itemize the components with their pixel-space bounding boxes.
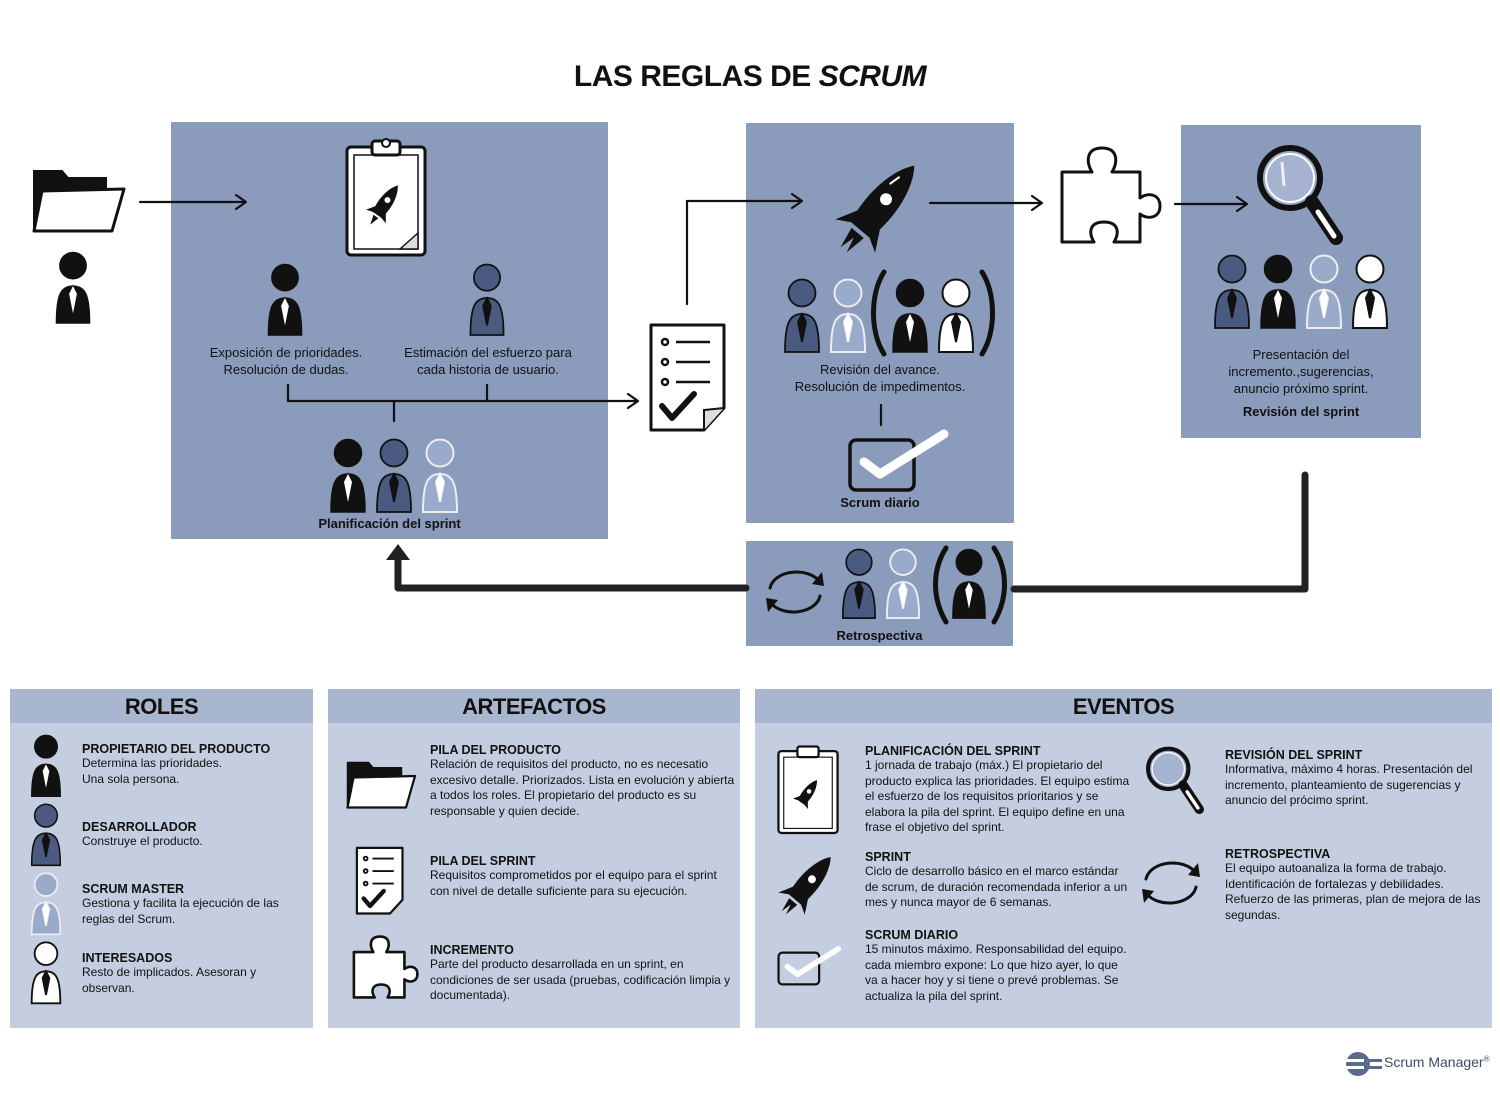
artefact-title: PILA DEL SPRINT bbox=[430, 854, 536, 868]
developer-person-icon bbox=[465, 263, 509, 337]
puzzle-icon bbox=[352, 935, 419, 999]
folder-icon bbox=[32, 170, 126, 233]
eventos-heading: EVENTOS bbox=[755, 689, 1492, 723]
artefact-sprint-backlog: PILA DEL SPRINT Requisitos comprometidos… bbox=[430, 854, 735, 899]
role-desc: Determina las prioridades. Una sola pers… bbox=[82, 756, 223, 786]
role-desc: Construye el producto. bbox=[82, 834, 203, 848]
event-desc: El equipo autoanaliza la forma de trabaj… bbox=[1225, 861, 1481, 922]
artefact-desc: Requisitos comprometidos por el equipo p… bbox=[430, 868, 717, 898]
event-desc: Ciclo de desarrollo básico en el marco e… bbox=[865, 864, 1128, 909]
role-developer: DESARROLLADOR Construye el producto. bbox=[82, 820, 307, 850]
event-title: RETROSPECTIVA bbox=[1225, 847, 1331, 861]
event-desc: 15 minutos máximo. Responsabilidad del e… bbox=[865, 942, 1127, 1003]
product-owner-person-icon bbox=[51, 251, 95, 325]
role-desc: Resto de implicados. Asesoran y observan… bbox=[82, 965, 257, 995]
artefact-desc: Relación de requisitos del producto, no … bbox=[430, 757, 735, 818]
clipboard-rocket-icon bbox=[345, 138, 427, 257]
event-desc: Informativa, máximo 4 horas. Presentació… bbox=[1225, 762, 1473, 807]
scrum-manager-logo-icon bbox=[1342, 1052, 1382, 1076]
planning-dev-caption: Estimación del esfuerzo para cada histor… bbox=[404, 345, 572, 377]
role-product-owner: PROPIETARIO DEL PRODUCTO Determina las p… bbox=[82, 742, 307, 787]
cycle-icon bbox=[1142, 861, 1200, 905]
role-title: DESARROLLADOR bbox=[82, 820, 197, 834]
sprint-caption: Revisión del avance. Resolución de imped… bbox=[794, 362, 966, 394]
roles-heading: ROLES bbox=[10, 689, 313, 723]
rocket-icon bbox=[835, 165, 915, 253]
checkbox-icon bbox=[777, 946, 842, 986]
folder-icon bbox=[346, 761, 417, 809]
role-title: PROPIETARIO DEL PRODUCTO bbox=[82, 742, 271, 756]
role-title: SCRUM MASTER bbox=[82, 882, 185, 896]
event-title: PLANIFICACIÓN DEL SPRINT bbox=[865, 744, 1041, 758]
role-scrum-master: SCRUM MASTER Gestiona y facilita la ejec… bbox=[82, 882, 307, 927]
role-title: INTERESADOS bbox=[82, 951, 173, 965]
page-title: LAS REGLAS DE SCRUM bbox=[573, 60, 927, 93]
planning-label: Planificación del sprint bbox=[318, 516, 461, 531]
role-desc: Gestiona y facilita la ejecución de las … bbox=[82, 896, 279, 926]
rocket-icon bbox=[778, 856, 831, 915]
checklist-icon bbox=[649, 323, 726, 432]
planning-po-caption: Exposición de prioridades. Resolución de… bbox=[209, 345, 363, 377]
eventos-section: EVENTOS bbox=[755, 689, 1492, 1028]
role-stakeholders: INTERESADOS Resto de implicados. Asesora… bbox=[82, 951, 307, 996]
checklist-icon bbox=[355, 846, 404, 915]
retro-team-icon bbox=[842, 545, 1007, 625]
artefact-desc: Parte del producto desarrollada en un sp… bbox=[430, 957, 731, 1002]
event-sprint-planning: PLANIFICACIÓN DEL SPRINT 1 jornada de tr… bbox=[865, 744, 1130, 836]
retro-label: Retrospectiva bbox=[836, 628, 923, 643]
artefact-product-backlog: PILA DEL PRODUCTO Relación de requisitos… bbox=[430, 743, 735, 819]
logo-text: Scrum Manager® bbox=[1384, 1054, 1490, 1070]
event-sprint: SPRINT Ciclo de desarrollo básico en el … bbox=[865, 850, 1130, 911]
checkbox-icon bbox=[848, 429, 949, 492]
product-owner-person-icon bbox=[263, 263, 307, 337]
event-title: REVISIÓN DEL SPRINT bbox=[1225, 748, 1363, 762]
review-label: Revisión del sprint bbox=[1242, 404, 1360, 419]
event-retrospective: RETROSPECTIVA El equipo autoanaliza la f… bbox=[1225, 847, 1487, 923]
event-title: SCRUM DIARIO bbox=[865, 928, 959, 942]
sprint-team-icon bbox=[784, 269, 995, 357]
puzzle-icon bbox=[1060, 146, 1162, 244]
review-team-icon bbox=[1214, 254, 1388, 329]
magnifier-icon bbox=[1257, 145, 1343, 245]
artefactos-heading: ARTEFACTOS bbox=[328, 689, 740, 723]
magnifier-icon bbox=[1146, 746, 1204, 815]
daily-scrum-label: Scrum diario bbox=[840, 495, 920, 510]
event-title: SPRINT bbox=[865, 850, 911, 864]
clipboard-rocket-icon bbox=[777, 745, 839, 835]
person-white-icon bbox=[26, 941, 66, 1005]
event-sprint-review: REVISIÓN DEL SPRINT Informativa, máximo … bbox=[1225, 748, 1487, 809]
review-caption: Presentación del incremento.,sugerencias… bbox=[1228, 347, 1374, 396]
person-lightblue-icon bbox=[26, 872, 66, 936]
event-desc: 1 jornada de trabajo (máx.) El propietar… bbox=[865, 758, 1130, 834]
person-black-icon bbox=[26, 734, 66, 798]
artefact-increment: INCREMENTO Parte del producto desarrolla… bbox=[430, 943, 735, 1004]
cycle-icon bbox=[766, 570, 824, 614]
team-persons-icon bbox=[330, 438, 458, 513]
person-blue-icon bbox=[26, 803, 66, 867]
event-daily-scrum: SCRUM DIARIO 15 minutos máximo. Responsa… bbox=[865, 928, 1130, 1004]
artefact-title: INCREMENTO bbox=[430, 943, 514, 957]
artefact-title: PILA DEL PRODUCTO bbox=[430, 743, 562, 757]
